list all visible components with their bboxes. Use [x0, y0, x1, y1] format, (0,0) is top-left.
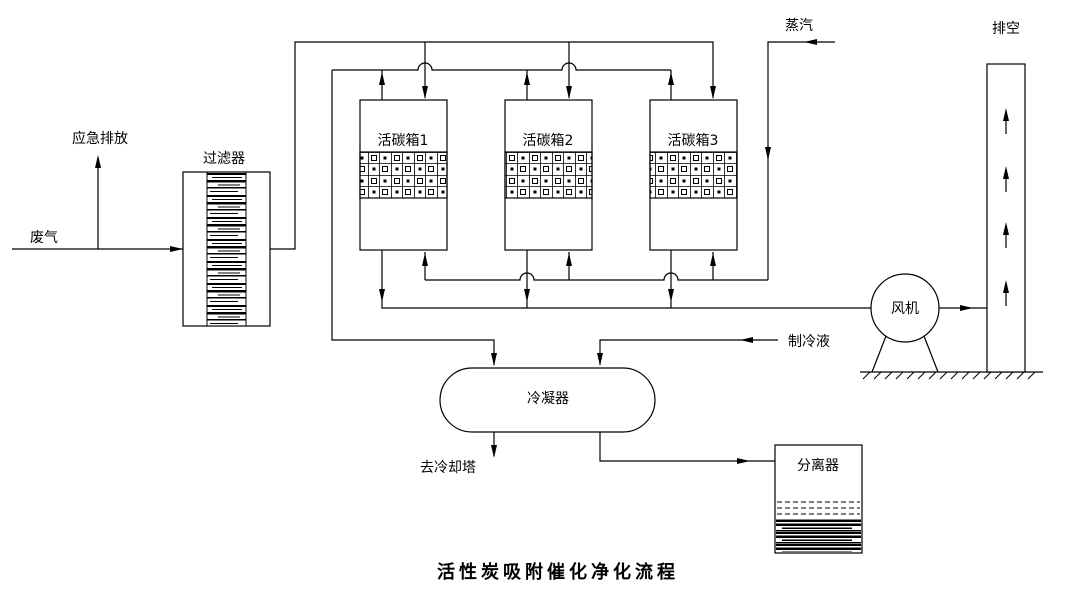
- steam-inlet-arrow: [804, 39, 817, 45]
- box-1-steam-arrow: [422, 253, 428, 266]
- separator-liquid: [776, 519, 861, 552]
- carbon-box-1-label: 活碳箱1: [378, 133, 429, 149]
- box-1-desorption-arrow: [379, 72, 385, 85]
- box-3-desorption-arrow: [668, 72, 674, 85]
- condenser-outlets: 去冷却塔: [420, 432, 775, 476]
- carbon-box-3: 活碳箱3: [649, 99, 738, 251]
- stack-body: [986, 63, 1026, 373]
- steam-supply: 蒸汽: [422, 18, 835, 281]
- steam-down-arrow: [765, 147, 771, 160]
- condenser: 冷凝器: [439, 367, 656, 433]
- refrigerant-supply: 制冷液: [597, 334, 830, 366]
- carbon-box-2: 活碳箱2: [504, 99, 593, 251]
- box-3-steam-arrow: [710, 253, 716, 266]
- box-2-feed-arrow: [566, 86, 572, 99]
- stack-arrow-3: [1003, 222, 1009, 235]
- filter-outlet-line: [270, 41, 714, 250]
- filter-label: 过滤器: [203, 151, 245, 167]
- refrigerant-inlet-arrow: [740, 337, 753, 343]
- fan: 风机: [870, 273, 987, 373]
- condenser-feed-arrow: [491, 353, 497, 366]
- carbon-box-3-bed: [649, 151, 738, 199]
- carbon-box-2-label: 活碳箱2: [523, 133, 574, 149]
- filter: 过滤器: [182, 151, 271, 327]
- diagram-title: 活性炭吸附催化净化流程: [437, 561, 679, 583]
- clean-gas-line: [381, 250, 871, 309]
- box-1-feed-arrow: [422, 86, 428, 99]
- fan-outlet-arrow: [960, 305, 973, 311]
- separator-label: 分离器: [797, 457, 839, 474]
- box-3-outlet-arrow: [668, 289, 674, 302]
- box-3-feed-arrow: [710, 86, 716, 99]
- refrigerant-line: [599, 339, 778, 365]
- waste-gas-arrow: [170, 246, 183, 252]
- waste-gas-label: 废气: [30, 230, 58, 246]
- ground: [860, 371, 1043, 380]
- carbon-box-1: 活碳箱1: [359, 99, 448, 251]
- exhaust-stack: 排空: [986, 21, 1026, 373]
- emergency-discharge-label: 应急排放: [72, 130, 128, 147]
- cooling-tower-arrow: [491, 445, 497, 458]
- separator-feed-arrow: [737, 458, 750, 464]
- condenser-feed-line: [331, 70, 495, 365]
- adsorption-feed-header: [270, 41, 716, 250]
- refrigerant-label: 制冷液: [788, 334, 830, 350]
- cooling-tower-label: 去冷却塔: [420, 460, 476, 476]
- carbon-box-3-label: 活碳箱3: [668, 133, 719, 149]
- box-2-steam-arrow: [566, 253, 572, 266]
- box-1-outlet-arrow: [379, 289, 385, 302]
- carbon-box-2-bed: [504, 151, 593, 199]
- fan-label: 风机: [891, 301, 919, 317]
- filter-media: [206, 171, 247, 327]
- steam-label: 蒸汽: [785, 18, 813, 34]
- separator-liquid-surface: [777, 501, 860, 515]
- box-2-outlet-arrow: [524, 289, 530, 302]
- fan-base-legs: [871, 335, 939, 373]
- stack-arrow-2: [1003, 166, 1009, 179]
- refrigerant-down-arrow: [597, 353, 603, 366]
- carbon-box-1-bed: [359, 151, 448, 199]
- ground-hatching: [862, 371, 1036, 380]
- stack-arrow-1: [1003, 108, 1009, 121]
- box-2-desorption-arrow: [524, 72, 530, 85]
- separator-feed-line: [599, 432, 775, 462]
- condenser-label: 冷凝器: [527, 391, 569, 407]
- desorption-header: [331, 62, 674, 366]
- condenser-vessel: [439, 367, 656, 433]
- stack-arrow-4: [1003, 280, 1009, 293]
- emergency-discharge: 应急排放: [72, 130, 128, 249]
- steam-distribution-line: [425, 272, 768, 281]
- clean-gas-header: [379, 250, 871, 309]
- desorption-header-line: [332, 62, 671, 71]
- separator: 分离器: [774, 444, 863, 554]
- steam-line: [767, 41, 835, 280]
- vent-label: 排空: [992, 21, 1020, 37]
- emergency-discharge-arrow: [95, 155, 101, 168]
